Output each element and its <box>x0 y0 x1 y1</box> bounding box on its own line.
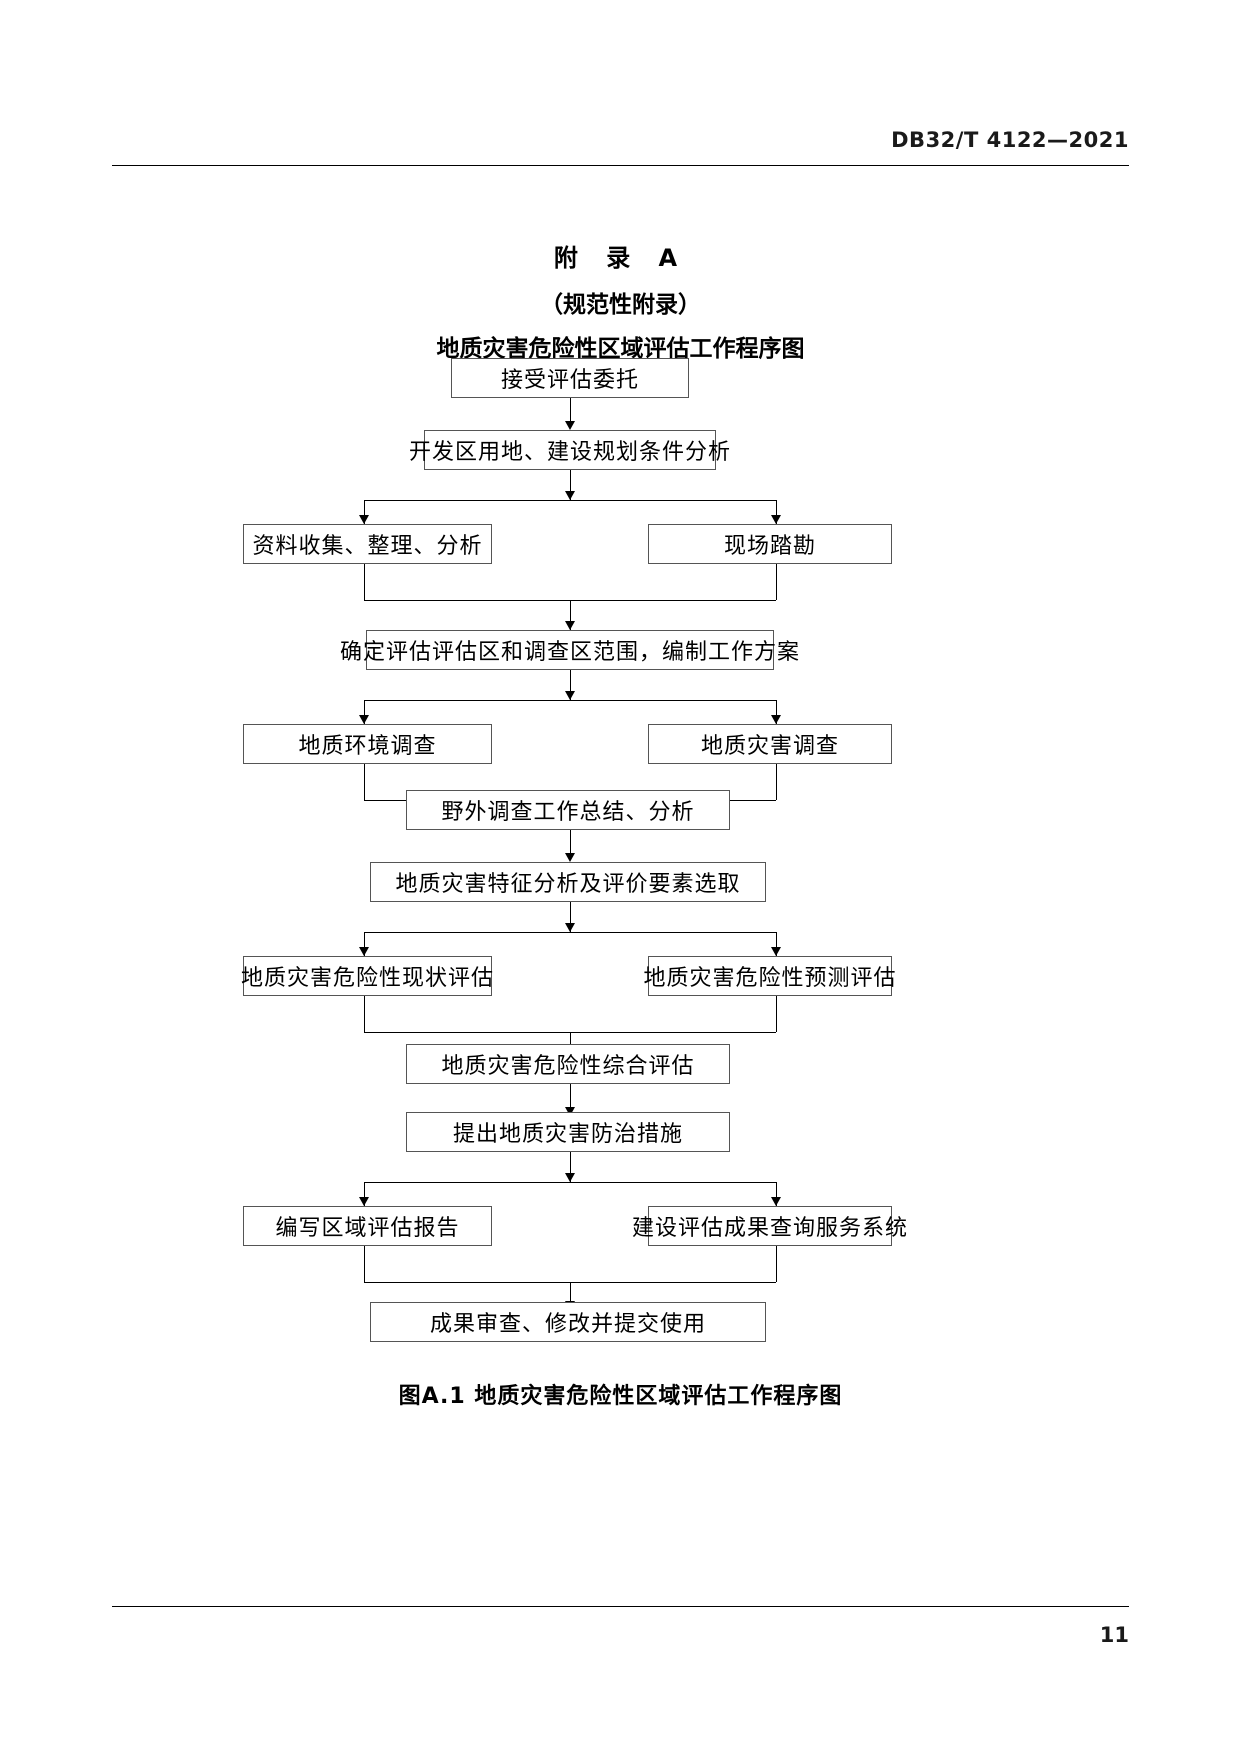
arrowhead-n8-n9 <box>565 853 575 862</box>
connector-n8-n9 <box>570 830 571 856</box>
flow-node-prevention-measures: 提出地质灾害防治措施 <box>406 1112 730 1152</box>
connector-n5-split-stem <box>570 670 571 700</box>
flow-node-current-risk-assessment: 地质灾害危险性现状评估 <box>241 956 493 996</box>
arrowhead-split-right-2 <box>771 715 781 724</box>
flow-node-review-submit: 成果审查、修改并提交使用 <box>370 1302 766 1342</box>
connector-split-right-2 <box>776 700 777 724</box>
connector-merge-stem-4 <box>570 1282 571 1310</box>
connector-merge-left-4 <box>364 1246 365 1282</box>
connector-split-bar-3 <box>364 932 776 933</box>
connector-merge-right-3 <box>776 996 777 1032</box>
arrowhead-split-right-1 <box>771 515 781 524</box>
arrowhead-n9-split <box>565 923 575 932</box>
flow-node-comprehensive-risk-assessment: 地质灾害危险性综合评估 <box>406 1044 730 1084</box>
arrowhead-split-right-4 <box>771 1197 781 1206</box>
arrowhead-split-left-3 <box>359 947 369 956</box>
flow-node-hazard-feature-analysis: 地质灾害特征分析及评价要素选取 <box>370 862 766 902</box>
footer-divider <box>112 1606 1129 1607</box>
connector-split-right-1 <box>776 500 777 524</box>
page-number: 11 <box>1099 1623 1129 1647</box>
arrowhead-split-left-1 <box>359 515 369 524</box>
connector-split-left-2 <box>364 700 365 724</box>
figure-caption: 图A.1 地质灾害危险性区域评估工作程序图 <box>398 1384 843 1409</box>
connector-n2-split-stem <box>570 470 571 500</box>
arrowhead-n2-split <box>565 491 575 500</box>
flow-node-accept-commission: 接受评估委托 <box>451 358 689 398</box>
page-header-standard-number: DB32/T 4122—2021 <box>891 128 1129 152</box>
arrowhead-split-right-3 <box>771 947 781 956</box>
connector-merge-left-3 <box>364 996 365 1032</box>
flow-node-build-query-service-system: 建设评估成果查询服务系统 <box>632 1206 907 1246</box>
flow-node-predicted-risk-assessment: 地质灾害危险性预测评估 <box>644 956 896 996</box>
arrowhead-n1-n2 <box>565 421 575 430</box>
connector-merge-stem-1 <box>570 600 571 630</box>
flowchart: 接受评估委托 开发区用地、建设规划条件分析 资料收集、整理、分析 现场踏勘 确定… <box>0 352 1241 1362</box>
flow-node-landuse-planning-analysis: 开发区用地、建设规划条件分析 <box>409 430 730 470</box>
appendix-heading: 地质灾害危险性区域评估工作程序图 <box>436 336 805 362</box>
appendix-title-block: 附 录 A （规范性附录） 地质灾害危险性区域评估工作程序图 <box>0 238 1241 363</box>
connector-merge-left-2 <box>364 764 365 800</box>
connector-n9-split-stem <box>570 902 571 932</box>
arrowhead-n5-split <box>565 691 575 700</box>
connector-split-bar-4 <box>364 1182 776 1183</box>
flow-node-site-reconnaissance: 现场踏勘 <box>648 524 892 564</box>
header-divider <box>112 165 1129 166</box>
connector-n12-n13 <box>570 1084 571 1110</box>
arrowhead-merge-1 <box>565 621 575 630</box>
flow-node-data-collection: 资料收集、整理、分析 <box>243 524 492 564</box>
connector-split-right-3 <box>776 932 777 956</box>
connector-merge-left-1 <box>364 564 365 600</box>
appendix-type: （规范性附录） <box>540 292 701 318</box>
connector-n13-split-stem <box>570 1152 571 1182</box>
connector-split-left-4 <box>364 1182 365 1206</box>
connector-merge-right-4 <box>776 1246 777 1282</box>
arrowhead-split-left-4 <box>359 1197 369 1206</box>
connector-merge-right-1 <box>776 564 777 600</box>
flow-node-geoenvironment-survey: 地质环境调查 <box>243 724 492 764</box>
flow-node-write-regional-report: 编写区域评估报告 <box>243 1206 492 1246</box>
flow-node-define-scope: 确定评估评估区和调查区范围，编制工作方案 <box>340 630 799 670</box>
connector-split-left-1 <box>364 500 365 524</box>
flow-node-field-survey-summary: 野外调查工作总结、分析 <box>406 790 730 830</box>
connector-merge-right-2 <box>776 764 777 800</box>
connector-n1-n2 <box>570 398 571 424</box>
appendix-label: 附 录 A <box>553 244 688 272</box>
connector-split-bar-1 <box>364 500 776 501</box>
arrowhead-n13-split <box>565 1173 575 1182</box>
flow-node-geohazard-survey: 地质灾害调查 <box>648 724 892 764</box>
connector-split-right-4 <box>776 1182 777 1206</box>
arrowhead-n12-n13 <box>565 1107 575 1116</box>
arrowhead-split-left-2 <box>359 715 369 724</box>
connector-split-bar-2 <box>364 700 776 701</box>
connector-split-left-3 <box>364 932 365 956</box>
